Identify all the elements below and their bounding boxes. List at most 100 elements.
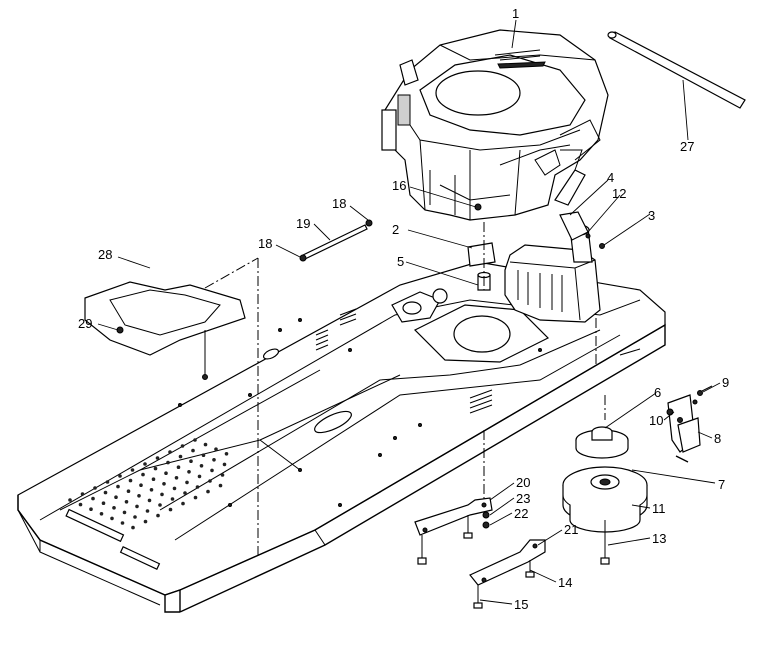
leader-lines <box>97 19 721 605</box>
frame <box>17 261 666 613</box>
callout-2: 2 <box>392 222 399 237</box>
tread-dot <box>155 456 160 460</box>
callout-5: 5 <box>397 254 404 269</box>
tread-dot <box>93 486 97 490</box>
tread-dot <box>145 509 150 513</box>
tread-dot <box>89 507 93 512</box>
callout-labels: 1 2 3 4 5 6 7 8 9 10 11 12 13 14 15 16 1… <box>78 6 729 612</box>
tread-dot <box>166 460 170 465</box>
tread-dot <box>156 513 160 518</box>
callout-27: 27 <box>680 139 694 154</box>
callout-13: 13 <box>652 531 666 546</box>
tread-dot <box>143 519 148 524</box>
support-bracket <box>469 539 546 586</box>
tread-dot <box>168 450 172 454</box>
callout-22: 22 <box>514 506 528 521</box>
tread-dot <box>68 498 72 502</box>
tread-dot <box>137 494 141 498</box>
tread-dot <box>176 465 181 470</box>
tread-dot <box>120 521 125 525</box>
tread-dot <box>201 453 206 458</box>
tread-dot <box>151 477 156 482</box>
tread-dot <box>122 510 127 515</box>
tread-dot <box>128 478 133 483</box>
tread-dot <box>197 474 202 479</box>
tread-dot <box>131 525 135 530</box>
tread-dot <box>187 470 191 474</box>
tread-dot <box>99 512 104 516</box>
tread-dot <box>208 479 212 483</box>
tread-dot <box>80 492 85 496</box>
callout-19: 19 <box>296 216 310 231</box>
tread-dot <box>206 489 210 494</box>
tread-dot <box>185 480 189 485</box>
assembly-centerlines <box>204 222 606 555</box>
callout-7: 7 <box>718 477 725 492</box>
support-rod <box>299 219 373 262</box>
tread-dot <box>183 491 187 495</box>
callout-15: 15 <box>514 597 528 612</box>
callout-3: 3 <box>648 208 655 223</box>
tread-dot <box>203 442 208 447</box>
tread-dot <box>193 495 198 500</box>
tread-dot <box>130 468 135 472</box>
tread-dot <box>105 480 110 484</box>
callout-20: 20 <box>516 475 530 490</box>
footrest-tread-pattern <box>68 438 229 530</box>
callout-9: 9 <box>722 375 729 390</box>
callout-4: 4 <box>607 170 614 185</box>
tread-dot <box>116 484 120 489</box>
tread-dot <box>143 462 147 466</box>
tread-dot <box>178 454 183 459</box>
callout-8: 8 <box>714 431 721 446</box>
tread-dot <box>141 472 145 477</box>
callout-10: 10 <box>649 413 663 428</box>
tread-dot <box>174 476 179 480</box>
callout-29: 29 <box>78 316 92 331</box>
tread-dot <box>153 466 158 471</box>
callout-16: 16 <box>392 178 406 193</box>
tread-dot <box>147 498 152 503</box>
tread-dot <box>214 447 218 452</box>
tread-dot <box>91 496 95 501</box>
tread-dot <box>112 506 116 510</box>
tread-dot <box>191 448 195 453</box>
tread-dot <box>110 516 114 521</box>
tread-dot <box>195 485 200 489</box>
tread-dot <box>162 482 166 486</box>
callout-28: 28 <box>98 247 112 262</box>
callout-23: 23 <box>516 491 530 506</box>
tread-dot <box>126 489 131 494</box>
lower-bracket <box>414 497 493 536</box>
tread-dot <box>78 502 83 507</box>
tread-dot <box>114 495 118 500</box>
rod <box>607 31 746 109</box>
callout-12: 12 <box>612 186 626 201</box>
tread-dot <box>149 488 154 492</box>
tread-dot <box>212 458 216 462</box>
muffler <box>504 211 605 323</box>
callout-18-top: 18 <box>332 196 346 211</box>
callout-21: 21 <box>564 522 578 537</box>
bolts <box>417 385 713 609</box>
tread-dot <box>170 497 175 501</box>
tread-dot <box>101 501 106 506</box>
tread-dot <box>199 464 204 468</box>
tread-dot <box>164 471 168 476</box>
electric-pto-clutch <box>562 466 648 533</box>
tread-dot <box>218 483 223 488</box>
callout-18-bottom: 18 <box>258 236 272 251</box>
anti-rotation-bracket <box>667 394 701 463</box>
tread-dot <box>180 444 185 448</box>
tread-dot <box>160 492 164 497</box>
callout-14: 14 <box>558 575 572 590</box>
tread-dot <box>103 490 108 495</box>
callout-11: 11 <box>652 501 666 516</box>
tread-dot <box>124 500 129 504</box>
tread-dot <box>139 483 143 488</box>
tread-dot <box>118 474 122 478</box>
tread-dot <box>193 438 197 442</box>
tread-dot <box>210 468 214 473</box>
